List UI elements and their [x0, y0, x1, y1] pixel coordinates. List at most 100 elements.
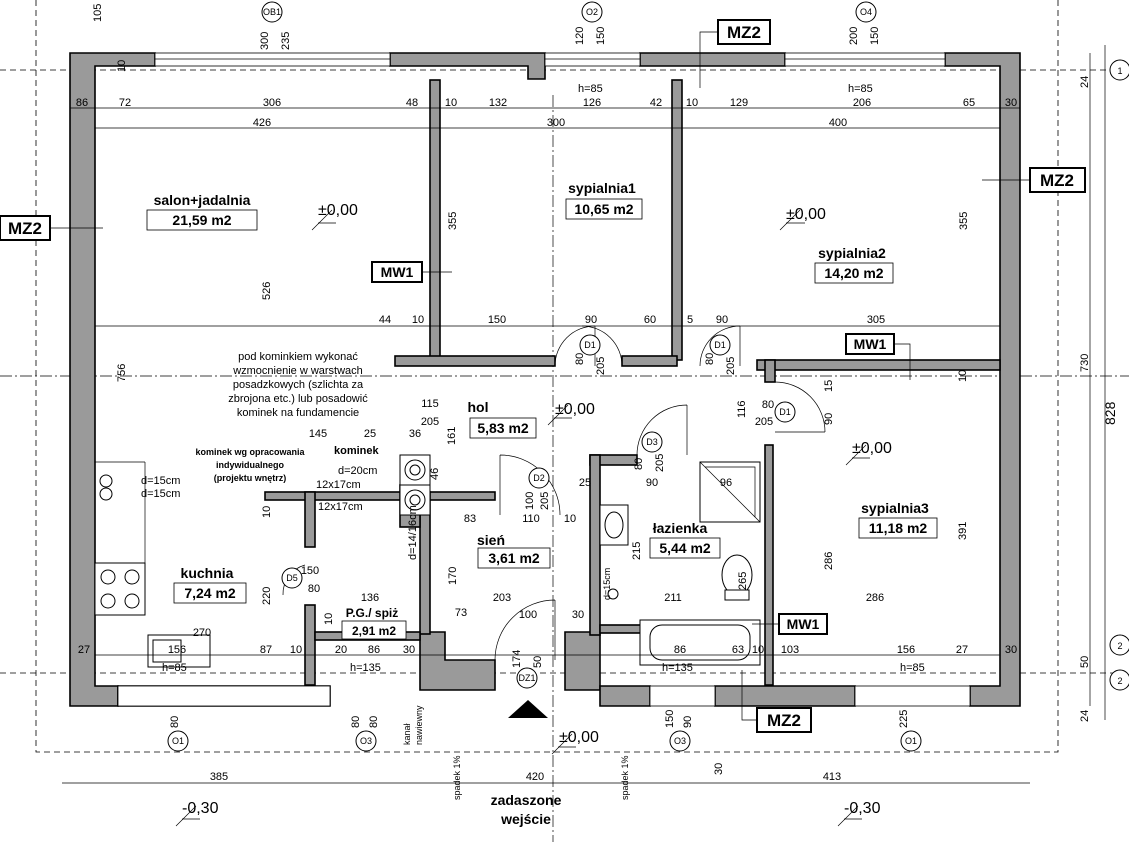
dim-mid-2: 10	[412, 314, 424, 326]
h85-d: h=85	[900, 662, 925, 674]
dim-misc-3: 235	[280, 32, 292, 50]
dim-misc-21: 110	[522, 513, 540, 525]
tag-mw1-c: MW1	[787, 616, 820, 632]
dim-misc-15: 115	[421, 398, 439, 410]
dim-misc-52: 10	[290, 644, 302, 656]
room-area-kuchnia: 7,24 m2	[184, 585, 236, 601]
door-d1-a: D1	[584, 340, 596, 350]
d15-vertical: d=15cm	[602, 568, 612, 600]
door-d1-b: D1	[714, 340, 726, 350]
tag-mw1-b: MW1	[854, 336, 887, 352]
dim-misc-46: 211	[664, 592, 682, 604]
dim-misc-59: 103	[781, 644, 799, 656]
room-name-kuchnia: kuchnia	[181, 565, 234, 581]
dim-misc-32: 100	[524, 492, 536, 510]
axis-bubbles: OB1 O2 O4 O1 O3 O3 O1 D1 D1 D1 D3 D2 D5 …	[167, 1, 1129, 752]
room-name-salon: salon+jadalnia	[154, 192, 251, 208]
kominek-wg-2: indywidualnego	[216, 460, 285, 470]
room-area-salon: 21,59 m2	[172, 212, 231, 228]
dim-top-4: 48	[406, 97, 418, 109]
notes: pod kominkiem wykonać wzmocnienie w wars…	[141, 83, 925, 827]
dim-misc-24: 90	[646, 477, 658, 489]
dim-misc-18: 46	[429, 468, 441, 480]
dim-misc-64: 205	[595, 357, 607, 375]
dim-misc-34: 215	[631, 542, 643, 560]
dim-misc-31: 10	[957, 370, 969, 382]
dim-misc-45: 30	[572, 609, 584, 621]
dim-misc-36: 286	[823, 552, 835, 570]
dim-misc-80: 10	[116, 60, 128, 72]
tag-mz2-top: MZ2	[727, 23, 761, 42]
d15-b: d=15cm	[141, 488, 180, 500]
dim-misc-14: 36	[409, 428, 421, 440]
door-d3: D3	[646, 437, 658, 447]
dim-top-1: 86	[76, 97, 88, 109]
dim-top-10: 129	[730, 97, 748, 109]
dim-misc-74: 150	[664, 710, 676, 728]
kominek-wg-1: kominek wg opracowania	[195, 447, 305, 457]
dim-bottom-1: 385	[210, 771, 228, 783]
kanal-1: kanał	[402, 723, 412, 745]
dims-top: 86 72 306 48 10 132 126 42 10 129 206 65…	[76, 97, 1017, 129]
dim-misc-44: 100	[519, 609, 537, 621]
dim-right-2: 730	[1079, 354, 1091, 372]
dim-top-12: 65	[963, 97, 975, 109]
dim-misc-68: 205	[654, 454, 666, 472]
dim-bottom-3: 413	[823, 771, 841, 783]
dim-misc-2: 300	[259, 32, 271, 50]
dims-mid: 44 10 150 90 60 5 90 305	[379, 314, 885, 326]
dim-misc-55: 30	[403, 644, 415, 656]
axis-o1-left: O1	[172, 736, 184, 746]
dim-misc-43: 203	[493, 592, 511, 604]
dim-misc-6: 200	[848, 27, 860, 45]
level-hol: ±0,00	[555, 401, 595, 418]
dim-misc-20: 83	[464, 513, 476, 525]
h85-c: h=85	[162, 662, 187, 674]
dim-misc-10: 756	[116, 364, 128, 382]
door-d5: D5	[286, 573, 298, 583]
room-name-sien: sień	[477, 532, 505, 548]
dim-mid-8: 305	[867, 314, 885, 326]
dim-misc-77: 174	[511, 650, 523, 668]
axis-o4: O4	[860, 7, 872, 17]
dim-right-3: 828	[1102, 401, 1118, 425]
bathroom-fixtures	[599, 461, 761, 666]
kitchen-fixtures	[94, 461, 211, 668]
dimension-lines	[62, 45, 1106, 784]
kominek-note-4: zbrojona etc.) lub posadowić	[228, 393, 368, 405]
dim-top2-2: 300	[547, 117, 565, 129]
dim-misc-54: 86	[368, 644, 380, 656]
dim-misc-29: 15	[823, 380, 835, 392]
axis-2-a: 2	[1117, 641, 1122, 651]
dim-misc-53: 20	[335, 644, 347, 656]
axis-o2: O2	[586, 7, 598, 17]
dim-misc-71: 80	[169, 716, 181, 728]
dim-misc-38: 170	[447, 567, 459, 585]
door-d1-c: D1	[779, 407, 791, 417]
dim-misc-30: 90	[823, 413, 835, 425]
dim-misc-27: 80	[762, 399, 774, 411]
dim-mid-6: 5	[687, 314, 693, 326]
room-area-lazienka: 5,44 m2	[659, 540, 711, 556]
outer-walls	[69, 52, 1021, 707]
d14: d=14/16cm	[407, 505, 419, 560]
kominek-wg-3: (projektu wnętrz)	[214, 473, 287, 483]
dim-top-8: 42	[650, 97, 662, 109]
dim-misc-5: 150	[595, 27, 607, 45]
room-area-sien: 3,61 m2	[488, 550, 540, 566]
axis-ob1: OB1	[263, 7, 281, 17]
dim-misc-28: 205	[755, 416, 773, 428]
wall-tags: MZ2 MZ2 MZ2 MZ2 MW1 MW1 MW1	[0, 19, 1086, 733]
dim-misc-11: 355	[958, 212, 970, 230]
door-d2: D2	[533, 473, 545, 483]
dim-misc-7: 150	[869, 27, 881, 45]
dim-misc-48: 270	[193, 627, 211, 639]
dim-misc-49: 27	[78, 644, 90, 656]
dim-misc-65: 80	[704, 353, 716, 365]
room-labels: salon+jadalnia 21,59 m2 sypialnia1 10,65…	[146, 180, 938, 640]
dim-misc-1: 105	[92, 4, 104, 22]
dim-top-11: 206	[853, 97, 871, 109]
spadek-right: spadek 1%	[620, 755, 630, 800]
kominek-note-3: posadzkowych (szlichta za	[233, 379, 364, 391]
